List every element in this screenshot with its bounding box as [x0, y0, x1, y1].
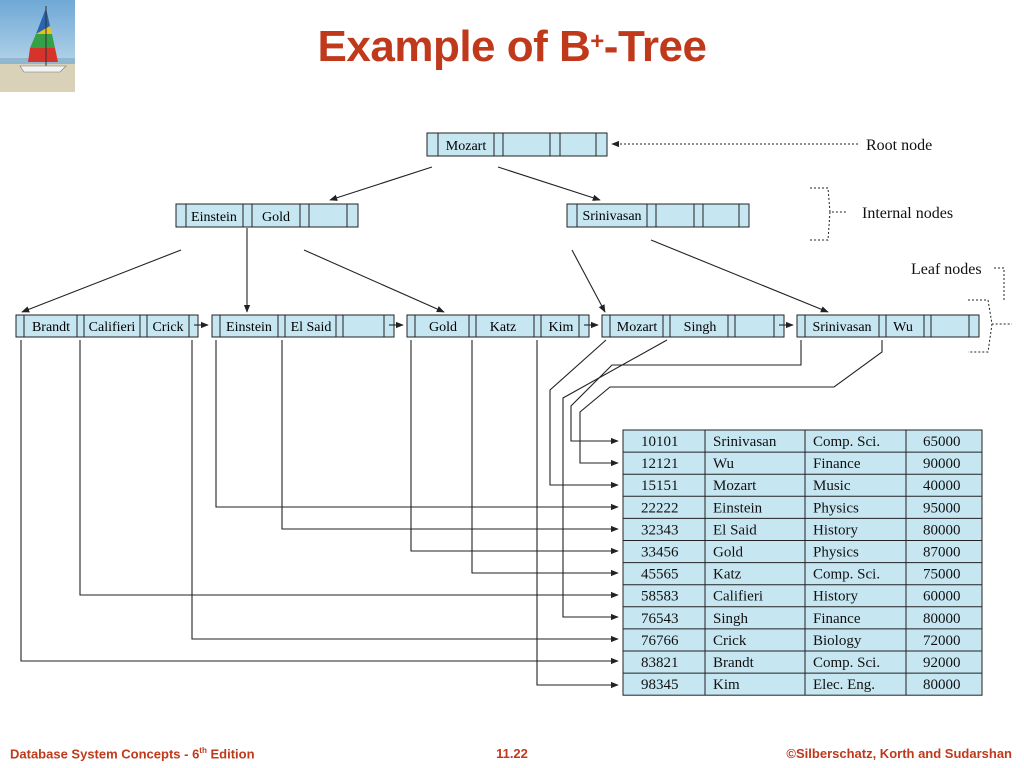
- leaf-nodes-brace: [968, 267, 1012, 353]
- leaf-key: Gold: [429, 320, 457, 335]
- record-dept: History: [813, 522, 859, 538]
- record-name: Srinivasan: [713, 434, 777, 450]
- internal-key: Gold: [262, 210, 290, 225]
- root-node-label: Root node: [866, 137, 932, 154]
- leaf-node: Brandt Califieri Crick: [15, 314, 199, 338]
- copyright-notice: ©Silberschatz, Korth and Sudarshan: [786, 746, 1012, 761]
- record-id: 58583: [641, 589, 679, 605]
- record-dept: Physics: [813, 545, 859, 561]
- record-id: 15151: [641, 478, 679, 494]
- record-dept: Comp. Sci.: [813, 567, 880, 583]
- leaf-node: Gold Katz Kim: [406, 314, 590, 338]
- record-salary: 92000: [923, 655, 961, 671]
- record-name: El Said: [713, 522, 757, 538]
- record-dept: Comp. Sci.: [813, 434, 880, 450]
- record-salary: 75000: [923, 567, 961, 583]
- record-id: 33456: [641, 545, 679, 561]
- record-salary: 40000: [923, 478, 961, 494]
- record-dept: Music: [813, 478, 851, 494]
- record-dept: Finance: [813, 456, 861, 472]
- record-salary: 65000: [923, 434, 961, 450]
- leaf-key: Katz: [490, 320, 516, 335]
- record-name: Gold: [713, 545, 744, 561]
- leaf-node: Srinivasan Wu: [796, 314, 980, 338]
- record-dept: Biology: [813, 633, 862, 649]
- record-id: 98345: [641, 677, 679, 693]
- record-dept: Finance: [813, 611, 861, 627]
- record-name: Crick: [713, 633, 747, 649]
- slide-title: Example of B+-Tree: [317, 22, 707, 71]
- page-number: 11.22: [496, 746, 528, 761]
- record-name: Mozart: [713, 478, 757, 494]
- root-node: Mozart: [426, 132, 608, 157]
- leaf-key: Califieri: [89, 320, 136, 335]
- leaf-key: Brandt: [32, 320, 70, 335]
- record-salary: 80000: [923, 677, 961, 693]
- record-name: Califieri: [713, 589, 763, 605]
- record-salary: 90000: [923, 456, 961, 472]
- record-salary: 60000: [923, 589, 961, 605]
- leaf-node: Mozart Singh: [601, 314, 785, 338]
- leaf-key: Crick: [152, 320, 183, 335]
- record-id: 83821: [641, 655, 679, 671]
- record-salary: 80000: [923, 611, 961, 627]
- leaf-key: El Said: [291, 320, 332, 335]
- record-salary: 95000: [923, 500, 961, 516]
- record-name: Singh: [713, 611, 749, 627]
- record-id: 45565: [641, 567, 679, 583]
- internal-nodes-brace: [810, 187, 846, 241]
- leaf-key: Einstein: [226, 320, 272, 335]
- record-dept: History: [813, 589, 859, 605]
- record-name: Kim: [713, 677, 740, 693]
- tree-pointers: [21, 166, 829, 329]
- sailboat-logo-image: [0, 0, 75, 92]
- internal-key: Einstein: [191, 210, 237, 225]
- record-id: 76766: [641, 633, 679, 649]
- internal-nodes-label: Internal nodes: [862, 205, 953, 222]
- record-salary: 80000: [923, 522, 961, 538]
- record-name: Brandt: [713, 655, 755, 671]
- record-pointers: [20, 339, 883, 689]
- record-salary: 72000: [923, 633, 961, 649]
- leaf-key: Srinivasan: [812, 320, 871, 335]
- internal-key: Srinivasan: [582, 209, 641, 224]
- record-id: 76543: [641, 611, 679, 627]
- record-name: Wu: [713, 456, 735, 472]
- record-salary: 87000: [923, 545, 961, 561]
- internal-node: Einstein Gold: [175, 203, 359, 228]
- footer-book-title: Database System Concepts - 6th Edition: [10, 746, 255, 762]
- record-id: 32343: [641, 522, 679, 538]
- root-key: Mozart: [446, 139, 487, 154]
- leaf-key: Kim: [549, 320, 574, 335]
- leaf-nodes-label: Leaf nodes: [911, 261, 982, 278]
- record-id: 10101: [641, 434, 679, 450]
- record-id: 22222: [641, 500, 679, 516]
- record-name: Einstein: [713, 500, 763, 516]
- record-name: Katz: [713, 567, 742, 583]
- leaf-key: Wu: [893, 320, 913, 335]
- record-dept: Elec. Eng.: [813, 677, 875, 693]
- record-dept: Physics: [813, 500, 859, 516]
- record-dept: Comp. Sci.: [813, 655, 880, 671]
- leaf-node: Einstein El Said: [211, 314, 395, 338]
- leaf-key: Mozart: [617, 320, 658, 335]
- leaf-key: Singh: [684, 320, 717, 335]
- internal-node: Srinivasan: [566, 203, 750, 228]
- record-id: 12121: [641, 456, 679, 472]
